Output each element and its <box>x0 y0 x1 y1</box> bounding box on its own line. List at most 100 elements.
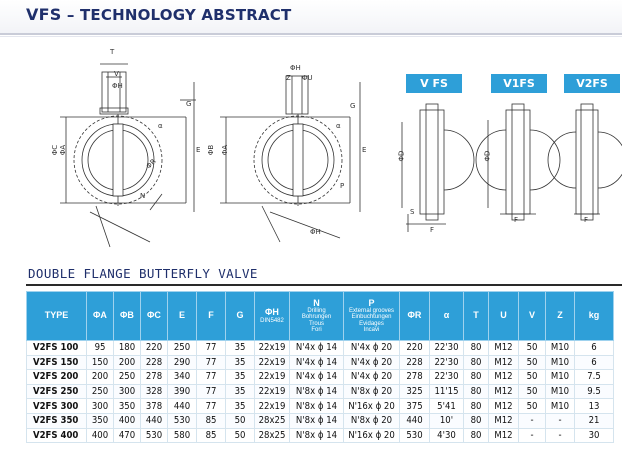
table-cell: 35 <box>225 383 255 400</box>
brand-name: VFS <box>26 5 62 24</box>
table-cell: M10 <box>545 369 575 385</box>
table-cell: 35 <box>225 354 255 371</box>
col-n-sub-3: Trous <box>308 320 325 327</box>
col-h-sub: DIN5482 <box>260 317 284 324</box>
table-cell: 250 <box>167 340 197 356</box>
col-u: U <box>488 291 519 341</box>
table-cell: 22'30 <box>429 340 464 356</box>
col-z: Z <box>545 291 575 341</box>
table-cell: 340 <box>167 369 197 385</box>
table-cell: M10 <box>545 354 575 371</box>
table-cell: 400 <box>113 412 141 429</box>
table-cell: 77 <box>196 398 226 414</box>
dim-h3: ΦH <box>310 228 321 236</box>
table-cell: 220 <box>140 340 168 356</box>
col-v: V <box>518 291 546 341</box>
col-p-sub-1: External grooves <box>348 308 395 315</box>
dim-z: Z <box>286 74 291 82</box>
table-cell: 378 <box>140 398 168 414</box>
header-divider <box>0 33 622 35</box>
table-cell: 530 <box>167 412 197 429</box>
table-cell: 35 <box>225 340 255 356</box>
table-cell: N'4x ϕ 14 <box>289 340 344 356</box>
table-cell: M12 <box>488 427 519 444</box>
dim-s: S <box>410 208 415 216</box>
table-cell: 22x19 <box>254 398 290 414</box>
table-cell: 35 <box>225 398 255 414</box>
table-cell: 77 <box>196 340 226 356</box>
table-cell: 13 <box>574 398 614 414</box>
table-cell: 28x25 <box>254 427 290 444</box>
dim-d2: ΦD <box>483 150 492 162</box>
table-cell: 180 <box>113 340 141 356</box>
table-cell: 4'30 <box>429 427 464 444</box>
table-cell: 80 <box>463 383 489 400</box>
table-cell: M12 <box>488 340 519 356</box>
dim-e: E <box>196 146 201 154</box>
dim-f3: F <box>584 216 589 224</box>
dim-g2: G <box>350 102 356 110</box>
dim-b: ΦB <box>207 144 216 156</box>
table-cell: N'16x ϕ 20 <box>343 398 400 414</box>
table-cell: 300 <box>113 383 141 400</box>
table-cell: 22x19 <box>254 383 290 400</box>
dim-e2: E <box>362 146 367 154</box>
table-cell: N'8x ϕ 14 <box>289 412 344 429</box>
col-alpha: α <box>429 291 464 341</box>
dim-h: ΦH <box>112 82 123 90</box>
table-cell: N'8x ϕ 14 <box>289 427 344 444</box>
table-cell: M12 <box>488 412 519 429</box>
table-cell: 77 <box>196 354 226 371</box>
table-cell: 50 <box>225 427 255 444</box>
col-r: ΦR <box>399 291 430 341</box>
table-cell: N'4x ϕ 20 <box>343 340 400 356</box>
front-view-2 <box>220 75 361 243</box>
dim-c: ΦC <box>51 144 60 156</box>
table-cell: 290 <box>167 354 197 371</box>
col-a: ΦA <box>86 291 114 341</box>
table-cell: 390 <box>167 383 197 400</box>
table-cell: 22'30 <box>429 354 464 371</box>
table-cell: 11'15 <box>429 383 464 400</box>
dim-alpha2: α <box>336 122 341 130</box>
table-cell: - <box>545 427 575 444</box>
col-n-sub-4: Fori <box>311 327 322 334</box>
table-cell: 300 <box>86 398 114 414</box>
table-cell: 50 <box>518 340 546 356</box>
title-separator: – <box>61 6 80 24</box>
table-cell: 77 <box>196 383 226 400</box>
header-bar: VFS – TECHNOLOGY ABSTRACT <box>0 0 622 34</box>
side-view-v-fs <box>401 103 475 232</box>
table-cell: 80 <box>463 427 489 444</box>
table-cell: 400 <box>86 427 114 444</box>
table-cell: 50 <box>518 383 546 400</box>
table-cell: M12 <box>488 369 519 385</box>
page-title: VFS – TECHNOLOGY ABSTRACT <box>26 5 291 24</box>
section-title: DOUBLE FLANGE BUTTERFLY VALVE <box>28 266 258 281</box>
table-cell: 440 <box>140 412 168 429</box>
table-cell: 50 <box>225 412 255 429</box>
table-cell: N'16x ϕ 20 <box>343 427 400 444</box>
table-cell: - <box>545 412 575 429</box>
technical-drawings: T V ΦH ΦC ΦA G E α ΦR N ΦH Z ΦU ΦB ΦA G … <box>0 42 622 267</box>
section-divider <box>26 284 622 286</box>
table-cell: 6 <box>574 354 614 371</box>
table-cell: 85 <box>196 427 226 444</box>
table-cell: 80 <box>463 369 489 385</box>
table-cell: 80 <box>463 340 489 356</box>
table-cell: N'8x ϕ 14 <box>289 398 344 414</box>
type-cell: V2FS 250 <box>26 383 87 400</box>
table-cell: 85 <box>196 412 226 429</box>
table-cell: N'4x ϕ 20 <box>343 369 400 385</box>
title-text: TECHNOLOGY ABSTRACT <box>79 6 292 24</box>
table-cell: 80 <box>463 412 489 429</box>
table-cell: 375 <box>399 398 430 414</box>
table-cell: 22'30 <box>429 369 464 385</box>
table-cell: N'8x ϕ 20 <box>343 412 400 429</box>
